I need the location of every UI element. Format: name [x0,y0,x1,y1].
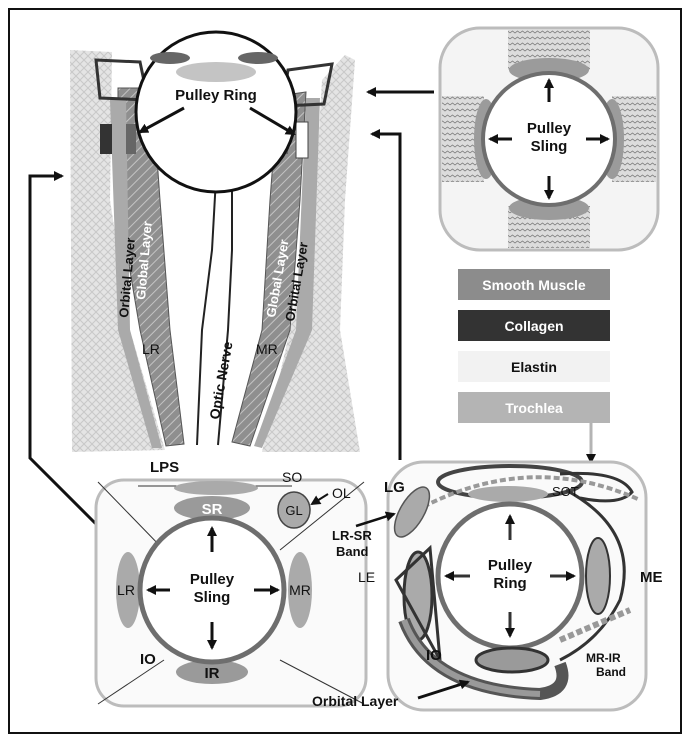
legend-label: Collagen [504,317,564,334]
br-orbital-layer-label: Orbital Layer [312,693,399,709]
br-sot-label: SOT [552,484,579,499]
bl-lr-label: LR [117,582,135,598]
arrow-pulley-ring-left [138,106,185,134]
bl-ol-label: OL [332,485,351,501]
bottom-left-pulley-sling-panel: LPS SO OL GL SR LR MR IO IR Pulley Sling [94,459,368,708]
br-io-label: IO [426,647,442,664]
tr-pulley-sling-label-1: Pulley [527,120,572,137]
pulley-ring-label: Pulley Ring [175,87,257,104]
legend-trochlea: Trochlea [458,392,610,423]
br-pulley-ring-label-1: Pulley [488,557,533,574]
arrow-pulley-ring-right [249,106,296,136]
mr-label: MR [256,341,278,357]
connector-arrows [28,87,596,526]
legend-collagen: Collagen [458,310,610,341]
br-pulley-ring-label-2: Ring [493,575,526,592]
legend-label: Elastin [511,358,557,375]
lr-orbital-layer-label: Orbital Layer [116,237,138,318]
br-mr-ir-band-label-2: Band [596,665,626,679]
arrow-br-to-top [370,129,402,460]
figure-frame [8,8,682,734]
br-lr-sr-band-label-1: LR-SR [332,528,372,543]
optic-nerve [196,177,233,446]
optic-nerve-label: Optic Nerve [206,340,235,420]
bl-io-label: IO [140,651,156,668]
br-lr-sr-band-label-2: Band [336,544,369,559]
legend-label: Trochlea [505,399,563,416]
legend-smooth-muscle: Smooth Muscle [458,269,610,300]
lr-global-layer-label: Global Layer [133,221,155,301]
bottom-right-pulley-ring-panel: LG SOT LR-SR Band LE ME IO Pulley Ring M… [312,460,663,712]
top-orbit-view: Pulley Ring Orbital Layer Global Layer L… [70,30,360,452]
bl-lps-label: LPS [150,459,179,476]
lateral-rectus-muscle [94,58,185,448]
br-le-label: LE [358,569,375,585]
legend-label: Smooth Muscle [482,276,586,293]
br-me-label: ME [640,569,663,586]
arrow-bl-to-top [28,171,98,526]
br-lg-label: LG [384,479,405,496]
br-mr-ir-band-label-1: MR-IR [586,651,621,665]
bl-pulley-sling-label-1: Pulley [190,571,235,588]
top-right-pulley-sling-panel: Pulley Sling [438,26,660,252]
bl-mr-label: MR [289,582,311,598]
bl-sr-label: SR [202,501,223,518]
tr-pulley-sling-label-2: Sling [531,138,568,155]
legend-elastin: Elastin [458,351,610,382]
globe [134,30,298,194]
bl-ir-label: IR [205,665,220,682]
bl-gl-label: GL [285,503,302,518]
bl-pulley-sling-label-2: Sling [194,589,231,606]
bl-so-label: SO [282,469,302,485]
lr-label: LR [142,341,160,357]
